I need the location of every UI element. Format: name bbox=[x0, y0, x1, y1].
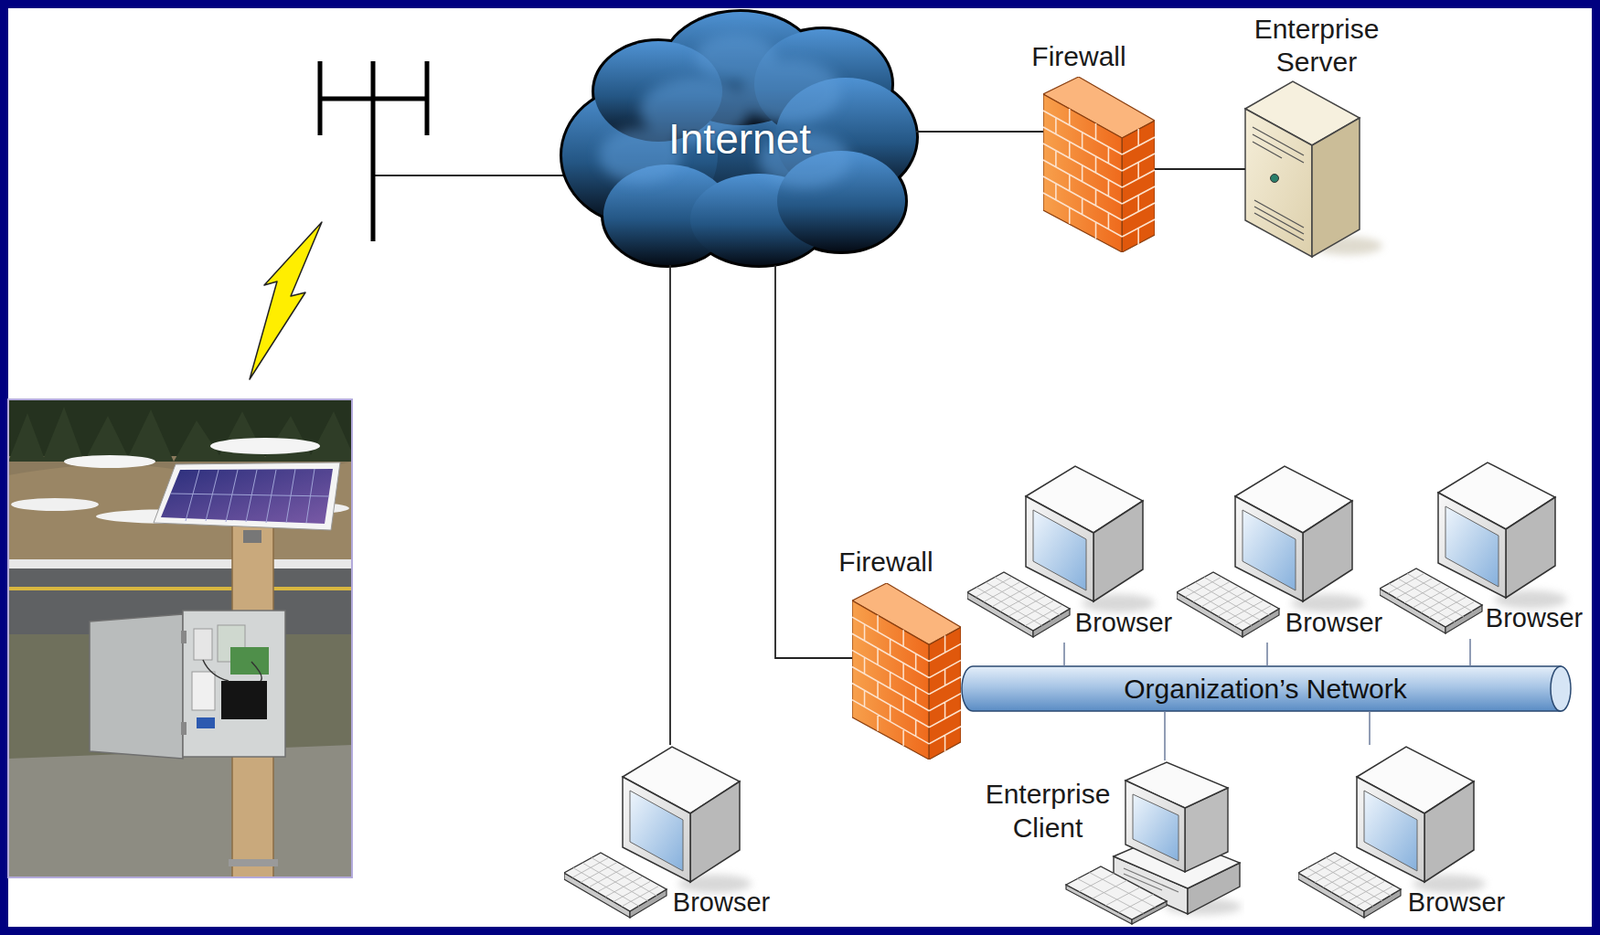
antenna-mast bbox=[371, 61, 376, 242]
pipe-body bbox=[961, 666, 1561, 712]
browser-computer: Browser bbox=[1298, 745, 1511, 924]
cloud-fill bbox=[562, 11, 917, 266]
network-link bbox=[1469, 639, 1472, 667]
internet-cloud-shape bbox=[562, 11, 917, 266]
pavement bbox=[8, 745, 352, 878]
cloud-outline bbox=[562, 11, 917, 266]
photo-border bbox=[8, 399, 352, 878]
firewall-icon bbox=[852, 583, 961, 760]
component bbox=[193, 629, 213, 661]
post-bracket bbox=[228, 859, 278, 867]
antenna-element bbox=[425, 61, 430, 136]
canvas-ground bbox=[8, 8, 1592, 928]
hinge bbox=[181, 722, 187, 736]
node-label: Internet bbox=[668, 115, 811, 164]
wireless-bolt bbox=[249, 222, 322, 380]
snow bbox=[210, 437, 320, 455]
pipe-end bbox=[1550, 666, 1571, 712]
node-label: Browser bbox=[1285, 606, 1383, 640]
cloud-highlights bbox=[598, 33, 851, 188]
network-link bbox=[1163, 711, 1166, 761]
browser-computer: Browser bbox=[564, 745, 777, 924]
node-label: Browser bbox=[1408, 885, 1505, 919]
cloud-highlights bbox=[694, 33, 778, 80]
field-station-photo bbox=[8, 399, 352, 878]
hillside bbox=[8, 399, 352, 878]
server-icon bbox=[1245, 81, 1383, 257]
antenna-element bbox=[318, 61, 323, 136]
snow-bank bbox=[8, 559, 352, 569]
component bbox=[196, 717, 215, 729]
network-link bbox=[1063, 642, 1066, 667]
node-label: Organization’s Network bbox=[1123, 673, 1408, 704]
network-pipe bbox=[961, 666, 1571, 712]
enterprise-server: Enterprise Server bbox=[1245, 81, 1380, 257]
slope bbox=[8, 461, 352, 567]
browser-computer: Browser bbox=[1379, 460, 1589, 640]
enterprise-client: Enterprise Client bbox=[979, 760, 1245, 926]
photo-scene bbox=[8, 399, 352, 878]
trees bbox=[8, 406, 352, 462]
solar-frame bbox=[153, 462, 341, 531]
network-link bbox=[1368, 711, 1371, 746]
enclosure-box bbox=[182, 610, 286, 758]
node-label: Enterprise Server bbox=[1248, 12, 1386, 79]
firewall: Firewall bbox=[1043, 76, 1155, 253]
node-label: Browser bbox=[672, 885, 770, 919]
server-button bbox=[1270, 174, 1280, 183]
browser-computer: Browser bbox=[967, 464, 1180, 643]
network-bus: Organization’s Network bbox=[961, 666, 1572, 712]
hinge bbox=[181, 630, 187, 644]
server-side bbox=[1312, 117, 1360, 257]
enclosure-door bbox=[89, 614, 183, 759]
solar-cells bbox=[170, 469, 330, 523]
panel-mount bbox=[243, 530, 262, 544]
node-label: Browser bbox=[1075, 606, 1173, 640]
node-label: Firewall bbox=[838, 546, 933, 579]
node-label: Firewall bbox=[1031, 41, 1126, 74]
road-line bbox=[8, 586, 352, 591]
solar-panel bbox=[160, 469, 333, 524]
network-link bbox=[669, 265, 672, 746]
node-label: Browser bbox=[1485, 601, 1583, 635]
network-link bbox=[916, 130, 1044, 133]
antenna-bar bbox=[320, 96, 427, 102]
component bbox=[192, 672, 215, 711]
node-label: Enterprise Client bbox=[979, 777, 1117, 846]
circuit-board bbox=[230, 647, 269, 675]
network-link bbox=[775, 265, 853, 659]
firewall: Firewall bbox=[852, 583, 961, 760]
server-front bbox=[1245, 108, 1312, 257]
antenna-link bbox=[373, 174, 586, 177]
battery bbox=[221, 681, 267, 720]
firewall-icon bbox=[1043, 76, 1155, 253]
network-link bbox=[1266, 642, 1269, 667]
network-link bbox=[1154, 168, 1246, 171]
wires bbox=[202, 660, 262, 682]
snow bbox=[64, 455, 156, 469]
browser-computer: Browser bbox=[1176, 464, 1389, 643]
antenna-tower bbox=[320, 61, 427, 242]
server-slots bbox=[1252, 127, 1304, 241]
snow bbox=[10, 498, 99, 512]
internet-cloud: Internet bbox=[564, 10, 917, 266]
